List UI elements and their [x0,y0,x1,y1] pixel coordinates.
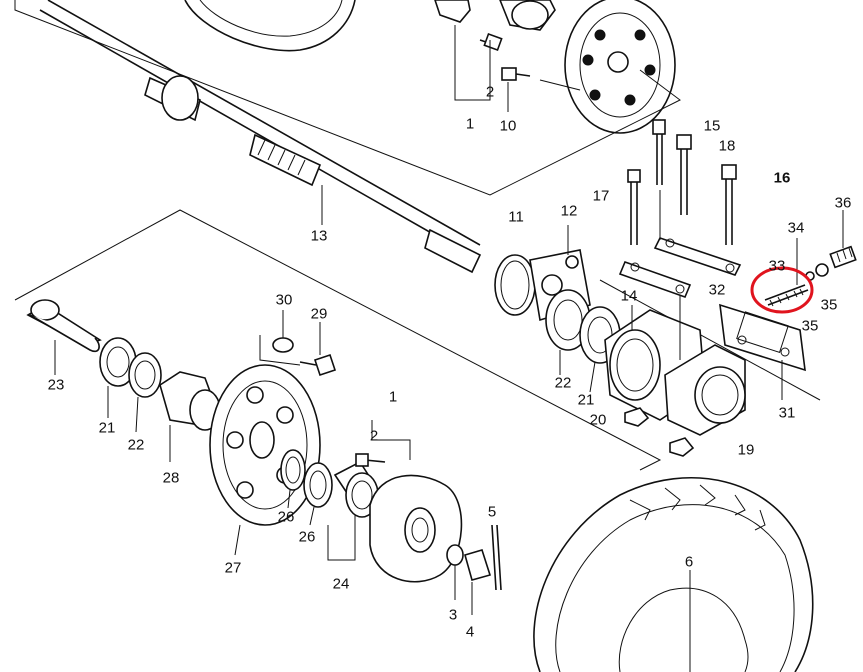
label-12: 12 [560,202,578,220]
bolt-2-lower [355,420,411,467]
washer-30 [272,310,294,353]
top-callout-leader [539,79,581,91]
label-17: 17 [592,187,610,205]
plate-31 [719,303,806,400]
top-brake-disc [564,0,676,134]
label-18: 18 [718,137,736,155]
label-35-upper: 35 [820,296,838,314]
long-bolts [627,119,737,245]
label-1-top: 1 [465,115,475,133]
label-6: 6 [684,553,694,571]
label-30: 30 [275,291,293,309]
snap-ring-11 [494,254,536,316]
label-1-mid: 1 [388,388,398,406]
upper-frame-outline [14,0,681,196]
adjuster-plates [618,190,742,360]
lower-frame-outline [14,209,662,471]
axle-shaft [39,0,482,274]
adjuster-bolt-34 [764,238,809,307]
label-22-left: 22 [127,436,145,454]
label-10: 10 [499,117,517,135]
cotter-pin-5 [491,524,502,591]
label-15: 15 [703,117,721,135]
label-14: 14 [620,287,638,305]
label-2-top: 2 [485,83,495,101]
nut-19 [669,437,695,457]
label-26-a: 26 [277,508,295,526]
castle-nut-4 [464,549,492,615]
lower-frame-right [599,279,821,401]
label-26-b: 26 [298,528,316,546]
label-29: 29 [310,305,328,323]
top-callout-1 [454,25,491,101]
label-11: 11 [508,208,524,226]
spring-36 [829,210,857,269]
spacer-23 [26,299,102,375]
highlight-circle [750,266,814,314]
label-27: 27 [224,559,242,577]
nut-35 [805,263,829,281]
left-bearings [99,337,162,433]
label-31: 31 [778,404,796,422]
label-33: 33 [768,257,786,275]
label-34: 34 [787,219,805,237]
label-22-right: 22 [554,374,572,392]
label-36: 36 [834,194,852,212]
tire-6 [533,477,814,672]
label-19: 19 [737,441,755,459]
top-hub-parts [434,0,556,31]
callout-1-2-lower [259,335,301,366]
label-13: 13 [310,227,328,245]
bearing-housing-14 [604,305,746,436]
label-20: 20 [589,411,607,429]
label-5: 5 [487,503,497,521]
seals-26 [280,449,333,526]
top-tire-fragment [184,0,356,52]
label-4: 4 [465,623,475,641]
label-16: 16 [773,169,791,187]
nut-20 [624,407,650,427]
bolt-29 [299,322,337,377]
label-2-mid: 2 [369,427,379,445]
nut-3 [446,544,464,600]
label-32: 32 [708,281,726,299]
label-23: 23 [47,376,65,394]
label-21-right: 21 [577,391,595,409]
label-28: 28 [162,469,180,487]
top-bolts [479,32,531,81]
hub-flange-1 [369,474,463,583]
label-24: 24 [332,575,350,593]
label-35-lower: 35 [801,317,819,335]
label-21-left: 21 [98,419,116,437]
label-3: 3 [448,606,458,624]
